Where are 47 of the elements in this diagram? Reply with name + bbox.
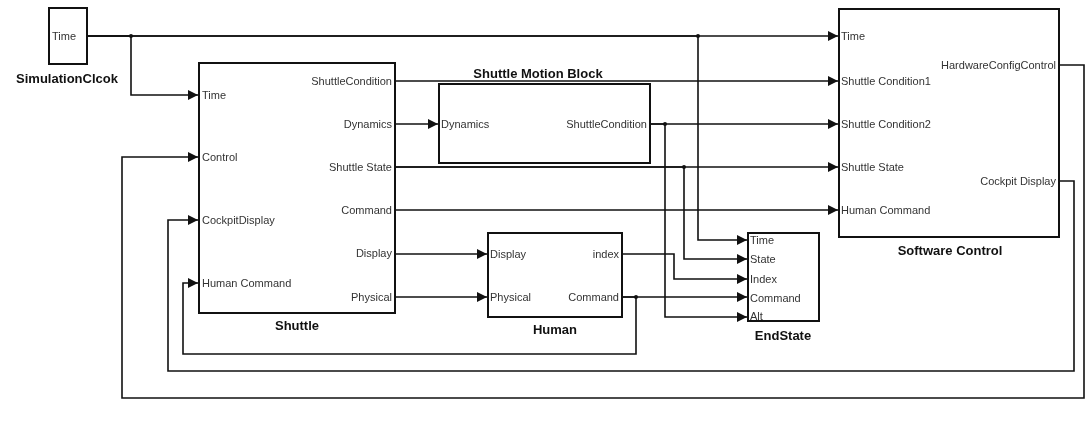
port-label: Time: [202, 88, 227, 102]
block-name: Shuttle Motion Block: [473, 65, 603, 81]
port-label: index: [592, 247, 619, 261]
signal-line: [650, 123, 748, 322]
signal-line: [395, 166, 748, 264]
port-label: ShuttleCondition: [311, 74, 392, 88]
signal-line: [121, 64, 1085, 399]
port-label: Shuttle State: [841, 160, 904, 174]
signal-line: [167, 180, 1075, 372]
port-label: Time: [52, 29, 77, 43]
port-label: Command: [568, 290, 619, 304]
port-label: Human Command: [841, 203, 931, 217]
signal-line: [395, 292, 488, 302]
port-label: CockpitDisplay: [202, 213, 275, 227]
port-label: Control: [202, 150, 238, 164]
port-label: Cockpit Display: [980, 174, 1056, 188]
block-name: Software Control: [897, 242, 1003, 258]
port-label: Time: [841, 29, 866, 43]
block-name: Shuttle: [274, 317, 320, 333]
port-label: Human Command: [202, 276, 292, 290]
signal-line: [182, 278, 637, 355]
port-label: State: [750, 252, 776, 266]
signal-line: [395, 249, 488, 259]
port-label: Dynamics: [343, 117, 392, 131]
port-label: Display: [355, 246, 392, 260]
port-label: HardwareConfigControl: [941, 58, 1056, 72]
port-label: Shuttle State: [329, 160, 392, 174]
signal-line: [395, 76, 839, 86]
block-name: EndState: [754, 327, 812, 343]
port-label: Shuttle Condition1: [841, 74, 931, 88]
signal-line: [622, 253, 748, 284]
port-label: Display: [490, 247, 527, 261]
port-label: Time: [750, 233, 775, 247]
port-label: Dynamics: [441, 117, 490, 131]
port-label: Command: [341, 203, 392, 217]
signal-line: [395, 205, 839, 215]
port-label: Index: [750, 272, 777, 286]
port-label: Shuttle Condition2: [841, 117, 931, 131]
port-label: ShuttleCondition: [566, 117, 647, 131]
block-name: Human: [532, 321, 578, 337]
signal-line: [87, 35, 748, 245]
port-label: Alt: [750, 309, 763, 323]
port-label: Physical: [351, 290, 392, 304]
block-name: SimulationClcok: [16, 70, 118, 86]
signal-line: [395, 119, 439, 129]
port-label: Physical: [490, 290, 531, 304]
port-label: Command: [750, 291, 801, 305]
